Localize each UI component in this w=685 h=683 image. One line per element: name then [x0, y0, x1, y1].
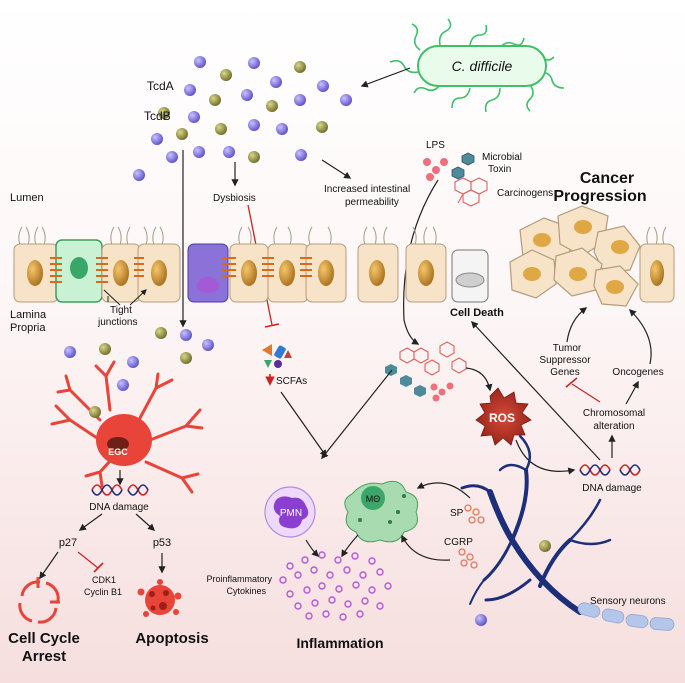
- arrow-sp-to-macrophage: [416, 482, 471, 499]
- lps-molecule: [423, 158, 448, 181]
- tcda-label: TcdA: [147, 79, 174, 93]
- inflammation-label: Inflammation: [296, 635, 383, 651]
- arrow-pmn-to-cytokines: [305, 539, 320, 558]
- arrow-tight-junctions: [103, 290, 146, 306]
- lps-label: LPS: [426, 140, 445, 151]
- apoptosis-icon: [137, 579, 182, 617]
- arrow-bacterium-to-toxins: [360, 67, 411, 88]
- arrow-dna-damage-to-p27: [78, 513, 103, 531]
- arrow-agents-to-ros: [465, 367, 493, 392]
- sensory-neurons-label: Sensory neurons: [590, 596, 666, 607]
- c-difficile-bacterium: [389, 18, 565, 113]
- c-difficile-label: C. difficile: [452, 58, 513, 74]
- arrow-oncogenes-to-cancer: [628, 308, 652, 365]
- tcdb-label: TcdB: [144, 109, 171, 123]
- arrow-chromosomal-to-oncogenes: [625, 380, 639, 405]
- dna-helix-left-icon: [91, 484, 149, 496]
- arrow-macrophage-to-cytokines: [341, 534, 359, 558]
- oncogenes-label: Oncogenes: [612, 367, 663, 378]
- cancer-progression-title-line1: Cancer: [580, 170, 634, 187]
- egc-label: EGC: [108, 447, 128, 457]
- macrophage-label: MΘ: [366, 494, 381, 504]
- chromosomal-alteration-label-line1: Chromosomal: [583, 408, 645, 419]
- inhibition-p27-cdk1: [77, 551, 99, 569]
- carcinogens-icon: [454, 177, 488, 207]
- lamina-propria-label-line2: Propria: [10, 322, 46, 334]
- cell-death-label: Cell Death: [450, 307, 504, 319]
- arrow-p27-to-arrest: [39, 551, 59, 580]
- apoptosis-label: Apoptosis: [135, 630, 208, 647]
- toxin-particles: [133, 56, 352, 181]
- sp-label: SP: [450, 508, 464, 519]
- cytokines-label-line1: Proinflammatory: [206, 574, 272, 584]
- arrow-toxic-agents-down: [403, 179, 439, 345]
- cell-cycle-arrest-label-line1: Cell Cycle: [8, 630, 80, 647]
- pmn-cell: [264, 486, 316, 538]
- epithelium-layer: [13, 226, 675, 303]
- arrow-dna-damage-to-cell-death: [471, 320, 601, 461]
- cdk1-label: CDK1: [92, 575, 116, 585]
- arrow-dna-damage-to-p53: [135, 513, 156, 531]
- myelin-sheath: [577, 602, 675, 631]
- inhibition-chromosomal-tumor: [571, 383, 601, 403]
- arrow-agents-to-inflammation: [321, 369, 393, 460]
- cgrp-label: CGRP: [444, 537, 473, 548]
- lamina-propria-label-line1: Lamina: [10, 309, 47, 321]
- scfa-label: SCFAs: [276, 376, 307, 387]
- cell-cycle-arrest-icon: [18, 577, 60, 624]
- lumen-label: Lumen: [10, 192, 44, 204]
- tumor-suppressor-label-line1: Tumor: [553, 343, 582, 354]
- cell-cycle-arrest-label-line2: Arrest: [22, 648, 66, 665]
- ros-label: ROS: [489, 411, 515, 425]
- cytokines-label-line2: Cytokines: [226, 586, 266, 596]
- dysbiosis-label: Dysbiosis: [213, 193, 256, 204]
- tumor-suppressor-label-line2: Suppressor: [539, 355, 591, 366]
- chromosomal-alteration-label-line2: alteration: [593, 421, 634, 432]
- cyclin-b1-label: Cyclin B1: [84, 587, 122, 597]
- cancer-cells-cluster: [509, 205, 641, 307]
- arrow-to-permeability: [321, 159, 352, 179]
- ros-burst-icon: [475, 387, 532, 446]
- tight-junctions-label-line2: junctions: [97, 317, 137, 328]
- permeability-label-line2: permeability: [345, 197, 399, 208]
- cytokines-cluster: [279, 551, 392, 621]
- scfa-molecules-icon: [262, 344, 292, 368]
- microbial-toxin-label-line1: Microbial: [482, 152, 522, 163]
- microbial-toxin-icon: [451, 152, 475, 180]
- arrow-cgrp-to-macrophage: [401, 534, 451, 561]
- p53-label: p53: [153, 537, 171, 549]
- pmn-label: PMN: [280, 508, 302, 519]
- lamina-toxin-particles: [64, 327, 214, 368]
- toxic-agents-lamina-icon: [385, 341, 467, 402]
- p27-label: p27: [59, 537, 77, 549]
- tumor-suppressor-label-line3: Genes: [550, 367, 579, 378]
- cancer-progression-title-line2: Progression: [553, 188, 646, 205]
- dna-helix-right-icon: [579, 464, 641, 476]
- arrow-ros-to-dna-damage: [515, 439, 576, 475]
- cgrp-molecules: [458, 548, 478, 569]
- microbial-toxin-label-line2: Toxin: [488, 164, 511, 175]
- arrow-tumor-to-cancer: [566, 307, 588, 343]
- dna-damage-left-label: DNA damage: [89, 502, 149, 513]
- permeability-label-line1: Increased intestinal: [324, 184, 410, 195]
- dna-damage-right-label: DNA damage: [582, 483, 642, 494]
- macrophage-cell: [344, 480, 419, 543]
- arrow-scfa-to-inflammation: [280, 391, 327, 458]
- carcinogens-label: Carcinogens: [497, 188, 553, 199]
- tight-junctions-label-line1: Tight: [110, 305, 132, 316]
- sp-molecules: [464, 504, 485, 524]
- sensory-neuron: [460, 434, 612, 615]
